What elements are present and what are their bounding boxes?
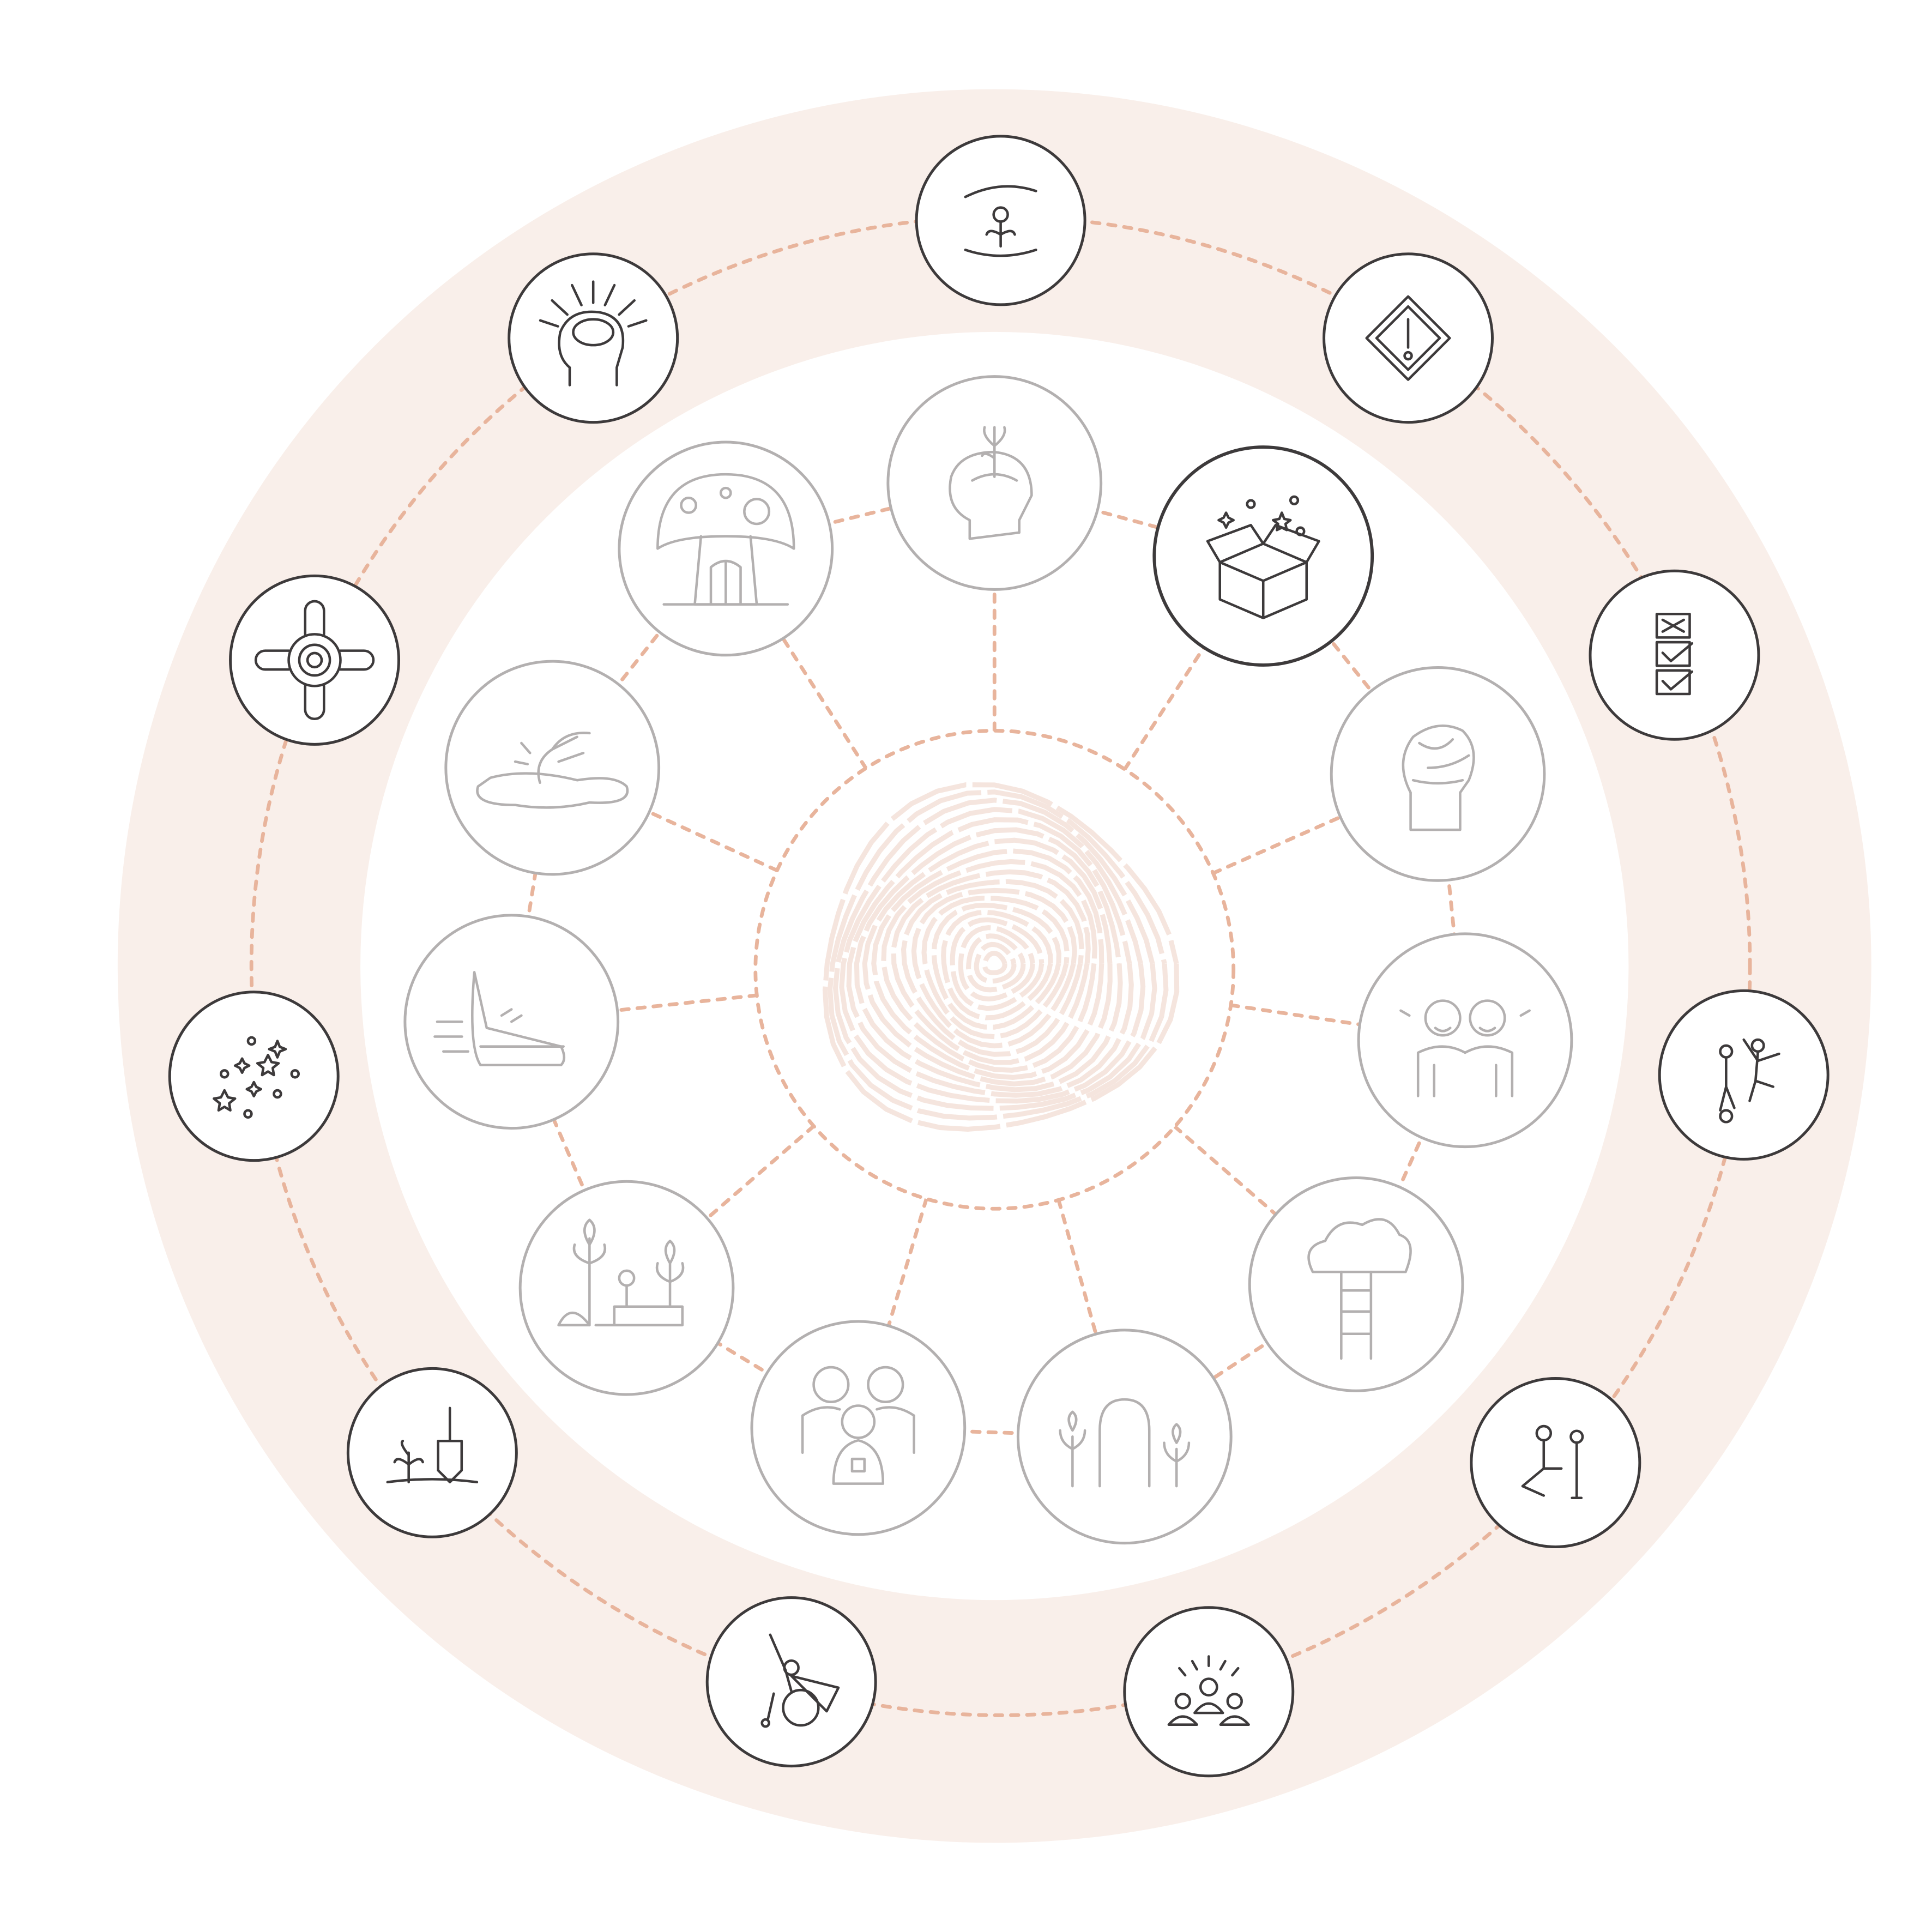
fingerprint-ridge bbox=[839, 807, 1146, 1104]
icon-circle bbox=[508, 252, 679, 424]
inner-icon-node[interactable] bbox=[1357, 932, 1573, 1149]
inner-icon-node[interactable] bbox=[1248, 1176, 1464, 1392]
icon-circle bbox=[444, 660, 661, 876]
fingerprint-ridge bbox=[974, 941, 1017, 984]
fingerprint-ridge bbox=[982, 951, 1007, 975]
icon-circle bbox=[229, 574, 401, 746]
fingerprint-ridge bbox=[911, 887, 1077, 1049]
fingerprint-ridge bbox=[854, 827, 1123, 1092]
outer-icon-node[interactable] bbox=[168, 991, 340, 1162]
spoke-connector bbox=[1056, 1198, 1127, 1439]
inner-icon-node[interactable] bbox=[618, 440, 834, 657]
fingerprint-ridge bbox=[941, 909, 1053, 1021]
outer-icon-node[interactable] bbox=[1470, 1377, 1641, 1548]
outer-icon-node[interactable] bbox=[705, 1596, 877, 1768]
icon-circle bbox=[1123, 1606, 1295, 1778]
raised-fist-icon bbox=[1402, 724, 1475, 831]
starry-sky-icon bbox=[213, 1036, 300, 1119]
outer-icon-node[interactable] bbox=[915, 135, 1086, 306]
icon-circle bbox=[1658, 989, 1830, 1161]
fingerprint-ridge bbox=[891, 869, 1091, 1065]
icon-circle bbox=[886, 375, 1103, 591]
inner-icon-node[interactable] bbox=[750, 1320, 967, 1536]
ring-connector bbox=[856, 1426, 1127, 1439]
fingerprint-ridge bbox=[958, 925, 1035, 1001]
icon-circle bbox=[346, 1367, 518, 1538]
inner-icon-node[interactable] bbox=[1016, 1329, 1233, 1545]
hands-nurturing-flower-icon bbox=[964, 185, 1037, 257]
two-smiling-children-icon bbox=[1399, 999, 1531, 1097]
inner-icon-node[interactable] bbox=[886, 375, 1103, 591]
outer-icon-node[interactable] bbox=[229, 574, 401, 746]
target-crosshair-icon bbox=[254, 600, 375, 721]
icon-circle bbox=[168, 991, 340, 1162]
people-jumping-celebrating-icon bbox=[1719, 1038, 1780, 1124]
icon-nodes bbox=[168, 135, 1830, 1778]
icon-circle bbox=[1470, 1377, 1641, 1548]
fingerprint-ridge bbox=[832, 798, 1157, 1111]
plant-and-trowel-icon bbox=[386, 1406, 479, 1484]
icon-circle bbox=[705, 1596, 877, 1768]
icon-circle bbox=[1357, 932, 1573, 1149]
fingerprint-ridge bbox=[921, 895, 1070, 1040]
brain-expanding-icon bbox=[539, 280, 648, 387]
outer-icon-node[interactable] bbox=[1323, 252, 1494, 424]
fingerprint-ridge bbox=[901, 879, 1084, 1057]
inner-icon-node[interactable] bbox=[1330, 666, 1546, 882]
fingerprint-ridge bbox=[965, 933, 1026, 993]
wheelchair-superhero-icon bbox=[760, 1633, 840, 1728]
spoke-connector bbox=[1211, 772, 1440, 876]
family-icon bbox=[801, 1366, 915, 1485]
head-with-growing-plant-icon bbox=[949, 426, 1033, 540]
fingerprint-ridge bbox=[881, 859, 1097, 1073]
spoke-connector bbox=[509, 993, 759, 1024]
mushroom-house-icon bbox=[656, 473, 795, 606]
open-box-with-sparkles-icon bbox=[1206, 495, 1320, 619]
outer-icon-node[interactable] bbox=[346, 1367, 518, 1538]
inner-icon-node[interactable] bbox=[444, 660, 661, 876]
highlighted-inner-icon-node[interactable] bbox=[1152, 445, 1374, 667]
outer-icon-node[interactable] bbox=[1658, 989, 1830, 1161]
checklist-icon bbox=[1655, 612, 1694, 696]
fingerprint-ridge bbox=[871, 848, 1104, 1080]
spoke-connector bbox=[625, 1124, 816, 1290]
spoke-connector bbox=[550, 766, 779, 873]
fingerprint-ridge bbox=[822, 782, 1180, 1132]
ring-connector bbox=[1354, 1038, 1467, 1287]
icon-circle bbox=[750, 1320, 967, 1536]
fingerprint-ridge bbox=[846, 817, 1134, 1098]
outer-icon-node[interactable] bbox=[1123, 1606, 1295, 1778]
fingerprint-icon bbox=[822, 782, 1180, 1132]
outer-icon-node[interactable] bbox=[508, 252, 679, 424]
outer-icon-node[interactable] bbox=[1589, 569, 1760, 741]
icon-circle bbox=[1016, 1329, 1233, 1545]
adult-helping-child-icon bbox=[1521, 1424, 1584, 1500]
inner-icon-node[interactable] bbox=[518, 1180, 735, 1396]
inner-icon-node[interactable] bbox=[403, 914, 620, 1130]
fingerprint-ridge bbox=[950, 917, 1045, 1011]
archway-with-plants-icon bbox=[1059, 1398, 1191, 1488]
fingerprint-ridge bbox=[827, 789, 1169, 1121]
group-of-people-icon bbox=[1167, 1655, 1250, 1726]
garden-plants-icon bbox=[557, 1218, 685, 1327]
icon-circle bbox=[1589, 569, 1760, 741]
fingerprint-ridge bbox=[862, 837, 1113, 1086]
fingerprint-ridge bbox=[931, 902, 1061, 1030]
running-shoe-icon bbox=[433, 971, 566, 1067]
warning-sign-icon bbox=[1365, 295, 1451, 381]
icon-circle bbox=[1152, 445, 1374, 667]
icon-circle bbox=[1330, 666, 1546, 882]
hand-in-puddle-icon bbox=[476, 732, 629, 809]
icon-circle bbox=[1248, 1176, 1464, 1392]
ladder-to-cloud-icon bbox=[1307, 1218, 1412, 1360]
ring-connector bbox=[1436, 772, 1467, 1042]
